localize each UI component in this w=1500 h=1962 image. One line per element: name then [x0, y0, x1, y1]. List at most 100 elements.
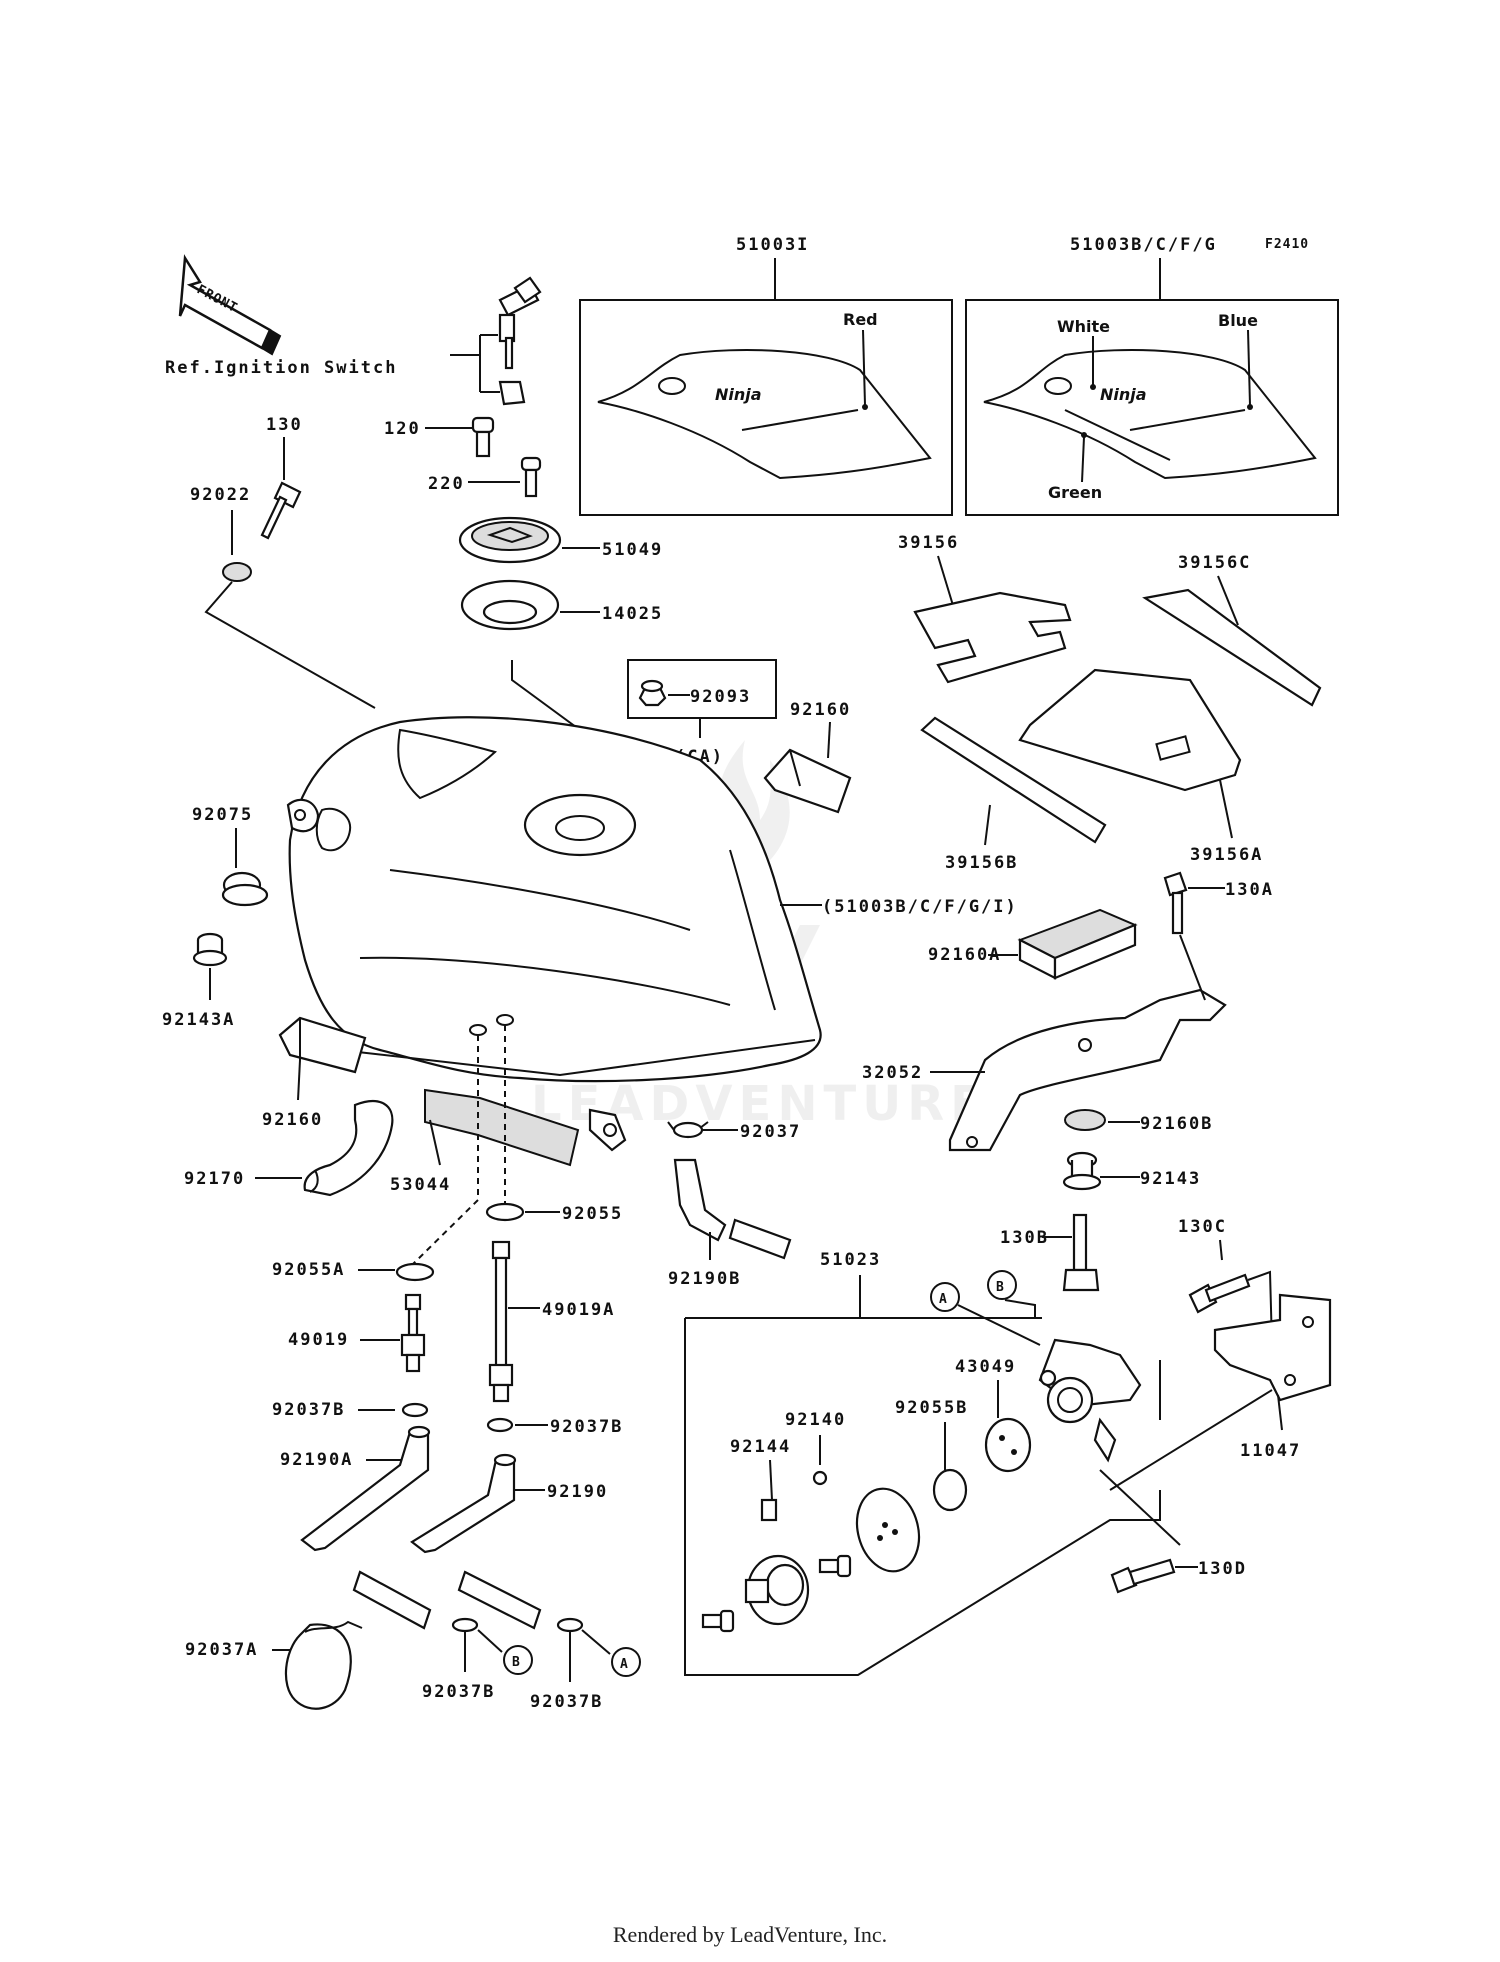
- label-92143A: 92143A: [162, 1010, 235, 1030]
- lever-knob-icon: [744, 1554, 810, 1626]
- label-14025: 14025: [602, 604, 663, 624]
- label-39156C: 39156C: [1178, 553, 1251, 573]
- oring-92055-icon: [485, 1202, 525, 1222]
- label-92022: 92022: [190, 485, 251, 505]
- lever-plate-icon: [855, 1487, 921, 1573]
- bolt-130A-icon: [1163, 871, 1188, 935]
- pad-39156-icon: [913, 591, 1072, 684]
- label-92144: 92144: [730, 1437, 791, 1457]
- clip-92037B-b2-icon: [556, 1617, 584, 1633]
- grommet-92075-icon: [221, 871, 269, 907]
- hose-92190B-icon: [673, 1158, 792, 1260]
- clip-92170-icon: [303, 1100, 394, 1197]
- label-130B: 130B: [1000, 1228, 1049, 1248]
- bolt-130-icon: 130: [260, 415, 303, 540]
- washer-92022-icon: [222, 562, 252, 582]
- decal-logo-red: Ninja: [715, 385, 762, 404]
- collar-92143-icon: [1062, 1151, 1102, 1191]
- label-11047: 11047: [1240, 1441, 1301, 1461]
- box-92093: [627, 659, 777, 719]
- label-92140: 92140: [785, 1410, 846, 1430]
- label-120: 120: [384, 419, 421, 439]
- label-92190B: 92190B: [668, 1269, 741, 1289]
- callout-b-upper: B: [996, 1280, 1005, 1295]
- hose-92190-icon: [410, 1453, 542, 1630]
- color-white-label: White: [1057, 317, 1110, 336]
- callout-b-lower: B: [512, 1655, 521, 1670]
- color-blue-label: Blue: [1218, 311, 1258, 330]
- label-49019A: 49019A: [542, 1300, 615, 1320]
- decal-51003I-icon: Ninja: [597, 349, 932, 480]
- label-92037B-right: 92037B: [550, 1417, 623, 1437]
- clip-92037B-right-icon: [486, 1417, 514, 1433]
- fuel-tank-icon: [286, 716, 822, 1152]
- label-92160B: 92160B: [1140, 1114, 1213, 1134]
- bolt-130D-icon: [1110, 1558, 1176, 1594]
- label-130C: 130C: [1178, 1217, 1227, 1237]
- label-92075: 92075: [192, 805, 253, 825]
- label-92190A: 92190A: [280, 1450, 353, 1470]
- pad-39156A-icon: [1018, 668, 1242, 792]
- bracket-32052-icon: [948, 988, 1227, 1152]
- label-92160-low: 92160: [262, 1110, 323, 1130]
- pipe-49019-icon: [400, 1293, 426, 1373]
- hose-92190A-icon: [300, 1425, 432, 1630]
- ball-92140-icon: [812, 1470, 828, 1486]
- diagram-code: F2410: [1265, 237, 1309, 252]
- decal-box-51003BCFG: [965, 299, 1339, 516]
- pad-53044-icon: [424, 1088, 580, 1167]
- cap-ring-14025-icon: [460, 579, 560, 631]
- washer-92160B-icon: [1064, 1109, 1106, 1131]
- screw-lever-icon: [818, 1554, 852, 1578]
- label-92037B-left: 92037B: [272, 1400, 345, 1420]
- label-220: 220: [428, 474, 465, 494]
- label-51023: 51023: [820, 1250, 881, 1270]
- clip-92037-icon: [667, 1121, 709, 1139]
- decal-logo-multi: Ninja: [1100, 385, 1147, 404]
- callout-a-upper: A: [939, 1292, 948, 1307]
- front-arrow-icon: FRONT: [178, 254, 282, 356]
- label-92143: 92143: [1140, 1169, 1201, 1189]
- spring-92144-icon: [760, 1498, 778, 1522]
- oring-92055B-icon: [932, 1468, 968, 1512]
- label-92190: 92190: [547, 1482, 608, 1502]
- callout-a-lower: A: [620, 1657, 629, 1672]
- screw-knob-icon: [701, 1609, 735, 1633]
- label-92160-top: 92160: [790, 700, 851, 720]
- bolt-130C-icon: [1188, 1273, 1251, 1314]
- label-92037B-b1: 92037B: [422, 1682, 495, 1702]
- fuel-cap-51049-icon: [458, 516, 562, 564]
- label-130D: 130D: [1198, 1559, 1247, 1579]
- rubber-92160A-icon: [1017, 908, 1138, 980]
- ref-ignition-switch-label: Ref.Ignition Switch: [165, 358, 397, 378]
- rubber-92160-low-icon: [278, 1016, 367, 1074]
- label-92055: 92055: [562, 1204, 623, 1224]
- oring-92055A-icon: [395, 1262, 435, 1282]
- screw-220-icon: [520, 456, 542, 498]
- gasket-43049-icon: [984, 1417, 1032, 1473]
- label-92037A: 92037A: [185, 1640, 258, 1660]
- collar-92143A-icon: [192, 932, 228, 967]
- label-39156: 39156: [898, 533, 959, 553]
- bolt-130B-icon: [1062, 1213, 1100, 1292]
- label-53044: 53044: [390, 1175, 451, 1195]
- pad-39156C-icon: [1142, 588, 1322, 707]
- screw-120-icon: [471, 416, 495, 458]
- bracket-11047-icon: [1213, 1293, 1332, 1402]
- label-130: 130: [266, 415, 303, 435]
- rubber-92160-top-icon: [763, 748, 852, 814]
- label-92160A: 92160A: [928, 945, 1001, 965]
- label-51003BCFG: 51003B/C/F/G: [1070, 235, 1217, 255]
- label-51003I: 51003I: [736, 235, 809, 255]
- nut-92093-icon: [638, 679, 667, 707]
- label-51049: 51049: [602, 540, 663, 560]
- color-red-label: Red: [843, 310, 878, 329]
- label-32052: 32052: [862, 1063, 923, 1083]
- label-92170: 92170: [184, 1169, 245, 1189]
- decal-box-51003I: [579, 299, 953, 516]
- clip-92037B-b1-icon: [451, 1617, 479, 1633]
- clip-92037A-icon: [284, 1620, 363, 1710]
- decal-51003BCFG-icon: Ninja: [983, 349, 1317, 480]
- ignition-key-icon: [450, 276, 542, 406]
